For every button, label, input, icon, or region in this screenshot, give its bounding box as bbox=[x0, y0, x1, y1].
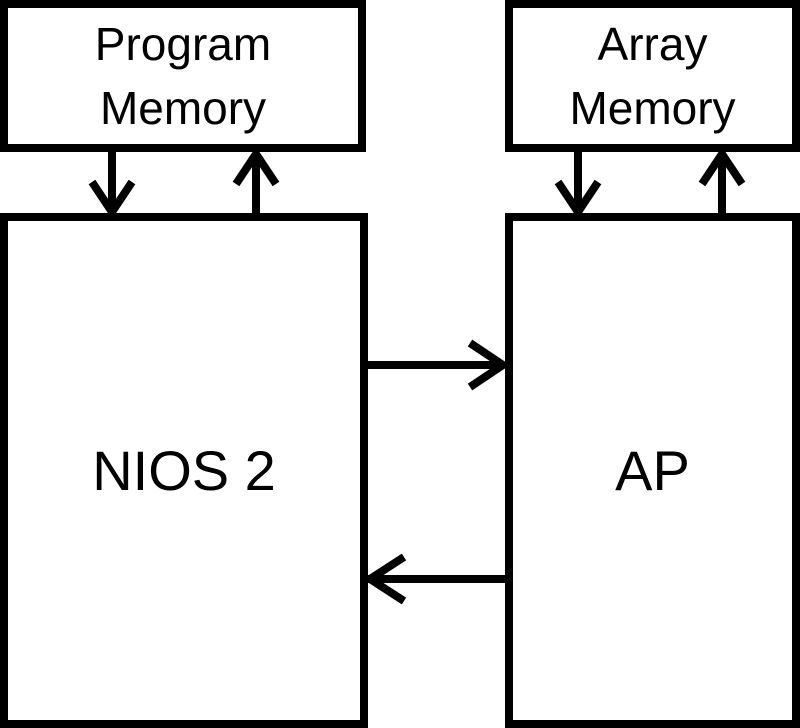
nios-block: NIOS 2 bbox=[0, 213, 368, 728]
program-memory-label-line1: Program bbox=[94, 18, 272, 70]
ap-label: AP bbox=[615, 438, 690, 502]
array-memory-label-line2: Memory bbox=[569, 82, 736, 134]
program-memory-block: Program Memory bbox=[0, 0, 366, 152]
arrow-ap-to-am bbox=[698, 146, 746, 217]
nios-label: NIOS 2 bbox=[92, 438, 276, 502]
arrow-nios-to-pm bbox=[232, 146, 280, 217]
arrow-ap-to-nios bbox=[362, 553, 507, 605]
array-memory-label-line1: Array bbox=[597, 18, 708, 70]
array-memory-block: Array Memory bbox=[505, 0, 800, 152]
arrow-am-to-ap bbox=[554, 148, 602, 220]
program-memory-label-line2: Memory bbox=[99, 82, 267, 134]
arrow-pm-to-nios bbox=[88, 148, 136, 220]
ap-block: AP bbox=[505, 213, 800, 728]
arrow-nios-to-ap bbox=[366, 339, 511, 391]
